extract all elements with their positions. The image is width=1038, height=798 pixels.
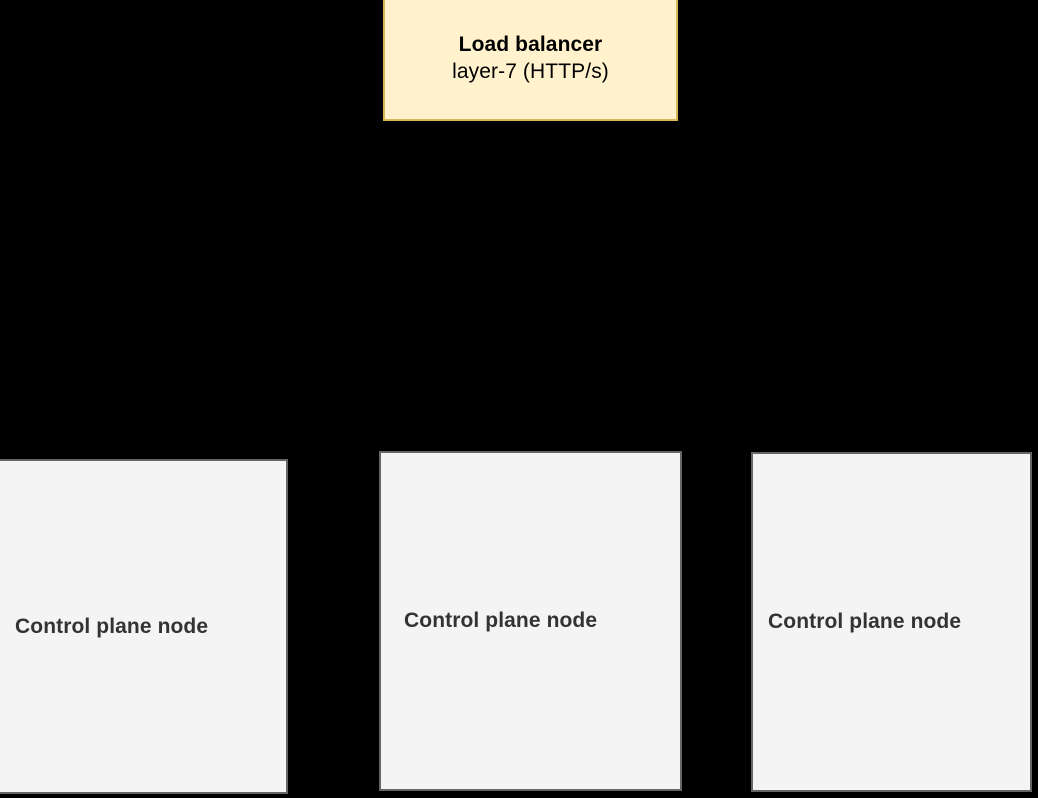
control-plane-node-2-label: Control plane node (404, 609, 598, 632)
control-plane-node-1[interactable]: Control plane node (0, 459, 288, 794)
control-plane-node-2[interactable]: Control plane node (379, 451, 682, 791)
load-balancer-subtitle: layer-7 (HTTP/s) (452, 59, 609, 83)
load-balancer-node[interactable]: Load balancer layer-7 (HTTP/s) (383, 0, 678, 121)
control-plane-node-1-label: Control plane node (15, 614, 209, 638)
load-balancer-title: Load balancer (458, 32, 603, 56)
control-plane-node-3-label: Control plane node (768, 610, 962, 633)
control-plane-node-3[interactable]: Control plane node (751, 452, 1032, 792)
